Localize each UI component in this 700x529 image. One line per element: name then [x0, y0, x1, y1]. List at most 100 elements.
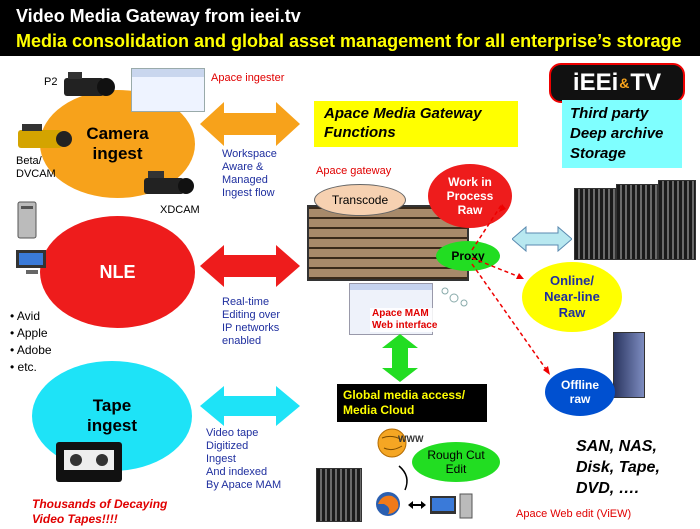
- proxy-ellipse: Proxy: [436, 241, 500, 271]
- beta-camera-icon: [18, 124, 72, 148]
- apace-web-edit-label: Apace Web edit (ViEW): [516, 508, 632, 520]
- tower-computer-icon: [17, 201, 37, 239]
- firefox-icon: [376, 492, 400, 516]
- bottom-computer-icon: [430, 493, 473, 519]
- offline-line: raw: [569, 392, 591, 406]
- curved-arrow: [398, 465, 408, 491]
- nle-app-etc: • etc.: [10, 360, 37, 374]
- realtime-note-line: IP networks: [222, 322, 280, 334]
- nle-apps-list: • Avid • Apple • Adobe • etc.: [10, 308, 52, 376]
- camera-label-line2: ingest: [92, 144, 143, 163]
- mam-line: Web interface: [372, 320, 438, 331]
- bidirectional-small-arrow: [408, 501, 426, 509]
- offline-tower: [613, 332, 645, 398]
- ieei-tv-logo: iEEi&TV: [549, 63, 685, 103]
- thought-bubbles: [441, 287, 468, 307]
- functions-line2: Functions: [324, 124, 396, 141]
- wip-line: Raw: [457, 203, 483, 217]
- logo-text: iEEi: [572, 69, 619, 96]
- third-party-box: Third party Deep archive Storage: [562, 100, 682, 168]
- nle-ellipse: NLE: [40, 216, 195, 328]
- dashed-arrows: [471, 203, 550, 375]
- storage-rack-1: [574, 188, 616, 260]
- header-banner: Video Media Gateway from ieei.tv Media c…: [0, 0, 700, 56]
- apace-gateway-label: Apace gateway: [316, 165, 392, 177]
- decaying-line1: Thousands of Decaying: [32, 497, 168, 511]
- online-line: Raw: [558, 305, 586, 320]
- header-title: Video Media Gateway from ieei.tv: [16, 6, 301, 26]
- global-line: Global media access/: [343, 388, 466, 402]
- orange-double-arrow: [200, 102, 300, 146]
- roughcut-line: Edit: [445, 462, 467, 476]
- realtime-note-line: Real-time: [222, 296, 270, 308]
- videotape-note-line: Video tape: [206, 427, 259, 439]
- third-party-line: Storage: [570, 145, 626, 162]
- storage-line: DVD, ….: [576, 480, 640, 497]
- realtime-note-line: enabled: [222, 335, 262, 347]
- green-vertical-double-arrow: [382, 334, 418, 382]
- global-media-box: Global media access/Media Cloud: [337, 384, 487, 422]
- www-label: WWW: [398, 434, 424, 444]
- realtime-note: Real-time Editing over IP networks enabl…: [222, 296, 280, 348]
- beta-label-line1: Beta/: [16, 155, 42, 167]
- p2-label: P2: [44, 76, 58, 88]
- videotape-note-line: Ingest: [206, 453, 236, 465]
- storage-line: Disk, Tape,: [576, 459, 660, 476]
- nle-app-adobe: • Adobe: [10, 343, 52, 357]
- p2-camera-icon: [64, 72, 115, 96]
- transcode-label: Transcode: [331, 193, 389, 207]
- third-party-line: Deep archive: [570, 125, 664, 142]
- proxy-label: Proxy: [451, 249, 485, 263]
- workspace-note: Workspace Aware & Managed Ingest flow: [222, 148, 277, 200]
- decaying-line2: Video Tapes!!!!: [32, 512, 118, 526]
- nle-app-avid: • Avid: [10, 309, 40, 323]
- workspace-note-line: Ingest flow: [222, 187, 275, 199]
- desktop-computer-icon: [16, 250, 46, 274]
- globe-www-icon: [377, 428, 407, 458]
- realtime-note-line: Editing over: [222, 309, 281, 321]
- cyan-double-arrow: [200, 386, 300, 426]
- header-subtitle: Media consolidation and global asset man…: [16, 31, 682, 51]
- beta-label-line2: DVCAM: [16, 168, 56, 180]
- third-party-line: Third party: [570, 105, 649, 122]
- videotape-note-line: Digitized: [206, 440, 249, 452]
- xdcam-camera-icon: [144, 171, 194, 194]
- beta-label: Beta/DVCAM: [16, 155, 56, 181]
- vhs-tape-icon: [56, 442, 122, 482]
- wip-line: Work in: [448, 175, 492, 189]
- storage-line: SAN, NAS,: [576, 438, 657, 455]
- logo-amp: &: [619, 75, 630, 91]
- storage-rack-3: [658, 180, 696, 260]
- functions-line1: Apace Media Gateway: [324, 105, 482, 122]
- bottom-server-rack: [316, 468, 362, 522]
- transcode-ellipse: Transcode: [314, 184, 406, 216]
- xdcam-label: XDCAM: [160, 204, 200, 216]
- offline-line: Offline: [561, 378, 599, 392]
- tape-label-line1: Tape: [92, 396, 132, 415]
- nle-label: NLE: [99, 261, 136, 282]
- ingester-screenshot: [131, 68, 205, 112]
- videotape-note: Video tape Digitized Ingest And indexed …: [206, 427, 281, 492]
- storage-rack-2: [616, 184, 658, 260]
- workspace-note-line: Aware &: [222, 161, 264, 173]
- online-line: Online/: [549, 273, 595, 288]
- mam-line: Apace MAM: [372, 308, 429, 319]
- videotape-note-line: By Apace MAM: [206, 479, 282, 491]
- workspace-note-line: Workspace: [222, 148, 277, 160]
- videotape-note-line: And indexed: [206, 466, 268, 478]
- tape-label-line2: ingest: [86, 416, 138, 435]
- functions-box: Apace Media Gateway Functions: [314, 101, 518, 147]
- red-double-arrow: [200, 245, 300, 287]
- camera-label-line1: Camera: [86, 124, 149, 143]
- online-line: Near-line: [544, 289, 600, 304]
- light-blue-double-arrow: [512, 225, 572, 253]
- logo-tv: TV: [630, 69, 662, 96]
- roughcut-line: Rough Cut: [427, 448, 485, 462]
- apace-ingester-label: Apace ingester: [211, 72, 285, 84]
